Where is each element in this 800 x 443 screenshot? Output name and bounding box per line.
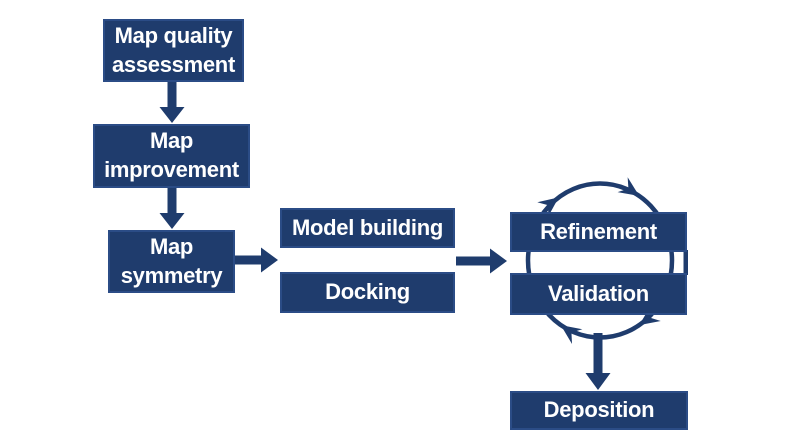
node-label: Model building	[292, 214, 443, 240]
arrow-down-quality-to-improvement-icon	[159, 82, 185, 123]
cycle-arrowhead-top-right-icon	[617, 177, 640, 196]
node-label: Map quality assessment	[112, 22, 235, 77]
node-deposition: Deposition	[510, 391, 688, 430]
node-docking: Docking	[280, 272, 455, 313]
node-label: Map symmetry	[120, 233, 223, 288]
arrow-right-symmetry-to-modelbuilding-icon	[235, 247, 278, 273]
node-refinement: Refinement	[510, 212, 687, 252]
node-model-building: Model building	[280, 208, 455, 248]
node-label: Deposition	[543, 397, 655, 423]
node-label: Validation	[548, 280, 649, 306]
node-label: Refinement	[540, 218, 657, 244]
cycle-arrowhead-top-left-icon	[537, 197, 559, 217]
node-label: Map improvement	[104, 128, 239, 182]
node-label: Docking	[325, 279, 410, 305]
arrow-down-improvement-to-symmetry-icon	[159, 188, 185, 229]
box-edge-sliver	[683, 250, 688, 275]
node-map-improvement: Map improvement	[93, 124, 250, 188]
cycle-arrowhead-bottom-left-icon	[560, 325, 583, 344]
node-map-symmetry: Map symmetry	[108, 230, 235, 293]
arrow-right-modelbuilding-to-refinement-icon	[456, 248, 507, 274]
cycle-arrowhead-bottom-right-icon	[639, 306, 661, 326]
node-map-quality-assessment: Map quality assessment	[103, 19, 244, 82]
arrow-down-cycle-to-deposition-icon	[585, 333, 611, 390]
node-validation: Validation	[510, 273, 687, 315]
